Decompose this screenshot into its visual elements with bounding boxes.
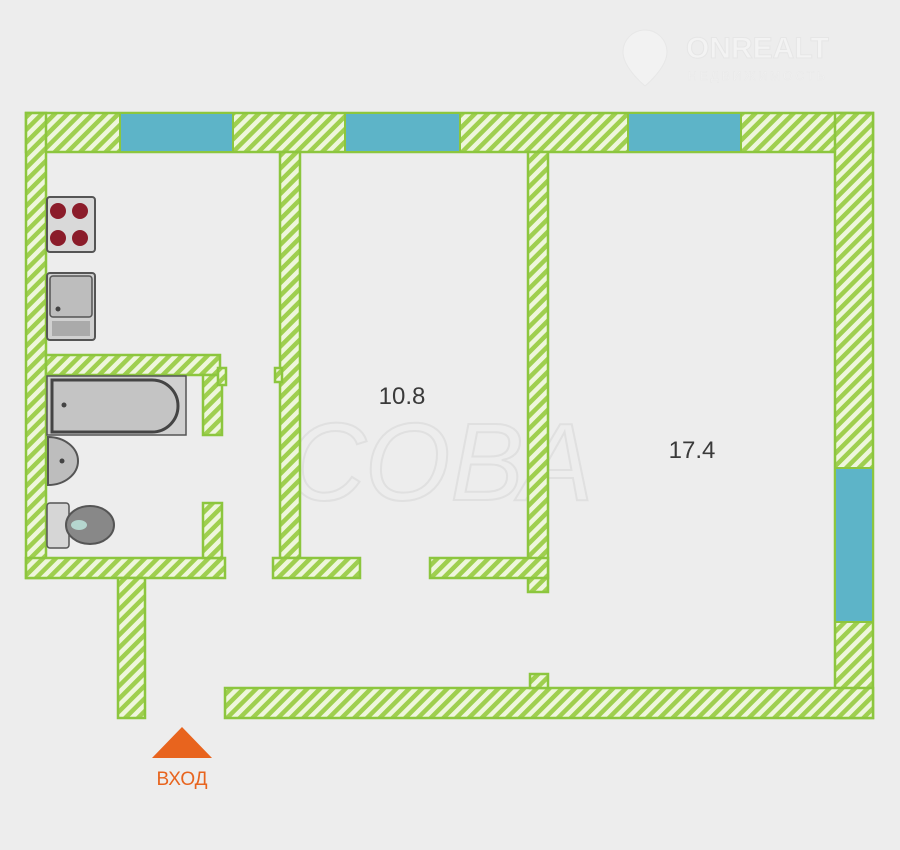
window: [834, 467, 874, 623]
window: [627, 112, 742, 153]
windows: [119, 112, 874, 623]
kitchen-sink-icon: [46, 272, 96, 341]
svg-text:ONREALT: ONREALT: [686, 32, 829, 65]
room-area-label: 17.4: [669, 437, 716, 464]
room-area-label: 10.8: [379, 383, 426, 410]
watermark-onrealt: ONREALT НЕДВИЖИМОСТЬ: [622, 29, 829, 87]
svg-text:НЕДВИЖИМОСТЬ: НЕДВИЖИМОСТЬ: [688, 69, 828, 83]
washbasin-icon: [47, 435, 79, 487]
window: [344, 112, 461, 153]
bathtub-icon: [46, 375, 187, 436]
toilet-icon: [46, 502, 115, 549]
entrance-label: ВХОД: [156, 769, 207, 790]
window: [119, 112, 234, 153]
stove-icon: [46, 196, 96, 253]
entrance-arrow-icon: [152, 727, 212, 758]
